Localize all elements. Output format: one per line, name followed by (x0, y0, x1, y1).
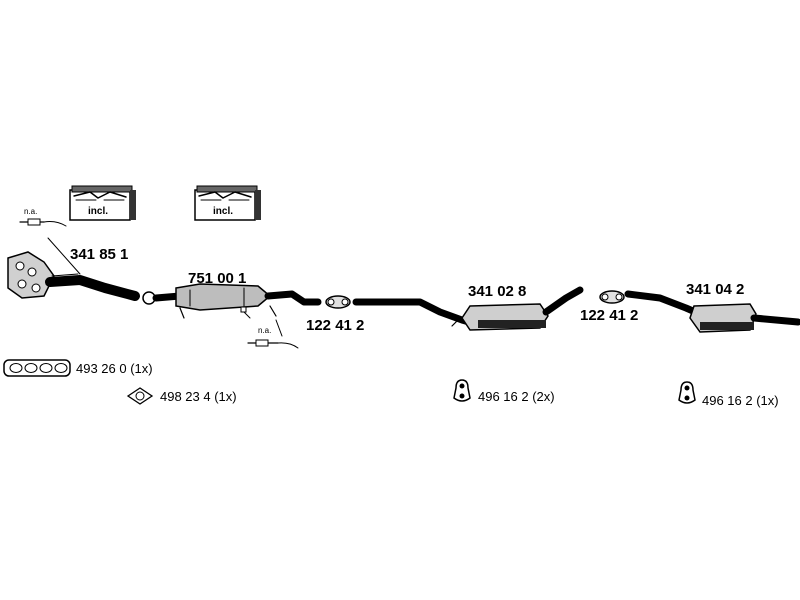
part-number-middle-silencer: 341 02 8 (468, 283, 526, 300)
rear-silencer (624, 290, 800, 333)
part-number-manifold: 341 85 1 (70, 246, 128, 263)
accessory-rubber-mount-mid: 496 16 2 (2x) (478, 389, 555, 404)
rubber-mount-icon-1 (453, 379, 471, 402)
accessory-rubber-mount-rear: 496 16 2 (1x) (702, 393, 779, 408)
incl-label-2: incl. (213, 206, 233, 217)
catalytic-converter (142, 283, 322, 319)
lambda-sensor-2: n.a. (240, 306, 299, 349)
pipe-clamp-2 (599, 290, 625, 304)
na-label-2: n.a. (258, 326, 271, 335)
flange-gasket-icon (126, 387, 154, 405)
middle-silencer (352, 286, 584, 331)
part-number-clamp-1: 122 41 2 (306, 317, 364, 334)
accessory-manifold-gasket: 493 26 0 (1x) (76, 361, 153, 376)
rubber-mount-icon-2 (678, 381, 696, 404)
exhaust-manifold (7, 251, 140, 301)
manifold-gasket-icon (3, 359, 71, 377)
pipe-clamp-1 (325, 295, 351, 309)
incl-kit-box-1: incl. (69, 185, 136, 221)
incl-kit-box-2: incl. (194, 185, 261, 221)
part-number-catalyst: 751 00 1 (188, 270, 246, 287)
na-label-1: n.a. (24, 207, 37, 216)
part-number-rear-silencer: 341 04 2 (686, 281, 744, 298)
lambda-sensor-1: n.a. (19, 207, 67, 227)
leader-line-manifold (47, 237, 81, 275)
part-number-clamp-2: 122 41 2 (580, 307, 638, 324)
incl-label-1: incl. (88, 206, 108, 217)
accessory-flange-gasket: 498 23 4 (1x) (160, 389, 237, 404)
